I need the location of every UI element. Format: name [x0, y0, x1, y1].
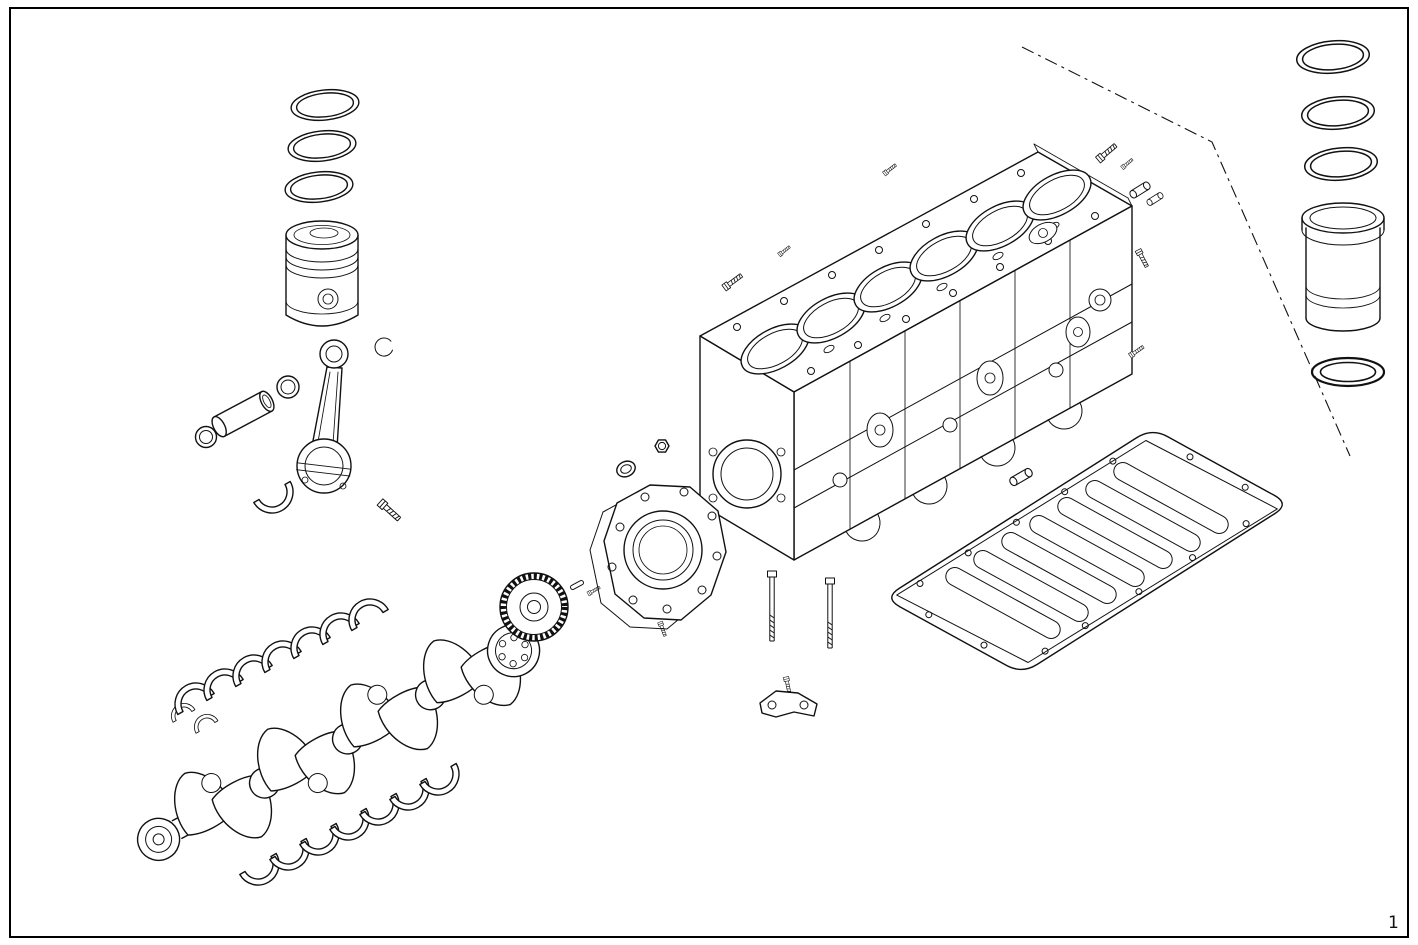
- side-boss: [1088, 288, 1112, 312]
- piston: [285, 220, 359, 327]
- core-plugs: [832, 316, 1091, 488]
- cylinder-bores: [740, 169, 1092, 375]
- rear-seal-housing: [589, 484, 727, 630]
- sealing-ring: [616, 460, 636, 478]
- drawing-border: [9, 7, 1409, 938]
- piston-pin: [211, 390, 275, 438]
- woodruff-key: [569, 579, 585, 591]
- pump-boss: [1028, 221, 1058, 245]
- pump-bracket: [759, 676, 818, 718]
- cylinder-bore: [853, 261, 923, 313]
- kit-boundary-line: [1021, 46, 1351, 457]
- pin-washer: [194, 425, 218, 449]
- page-number: 1: [1388, 913, 1399, 933]
- connecting-rod: [296, 339, 352, 494]
- crankshaft: [136, 623, 541, 862]
- flywheel-seal-bore: [708, 439, 786, 509]
- service-piston-ring-set: [1294, 37, 1380, 184]
- circlip: [374, 337, 393, 357]
- liner-seal-ring: [1310, 356, 1386, 388]
- piston-ring-set: [282, 85, 362, 207]
- cylinder-bore: [965, 200, 1035, 252]
- cylinder-block: [699, 143, 1133, 561]
- cylinder-bore: [1022, 169, 1092, 221]
- bearing-saddles: [845, 401, 1083, 542]
- pump-boss-hole: [1038, 228, 1048, 238]
- side-boss-hole: [1094, 294, 1106, 306]
- cylinder-liner: [1301, 202, 1385, 332]
- hex-nut: [654, 439, 670, 453]
- oil-sump: [891, 431, 1283, 671]
- small-end-bushing: [276, 375, 300, 399]
- crankshaft-gear: [499, 572, 569, 642]
- cylinder-bore: [740, 323, 810, 375]
- sump-bolt-holes: [916, 453, 1250, 655]
